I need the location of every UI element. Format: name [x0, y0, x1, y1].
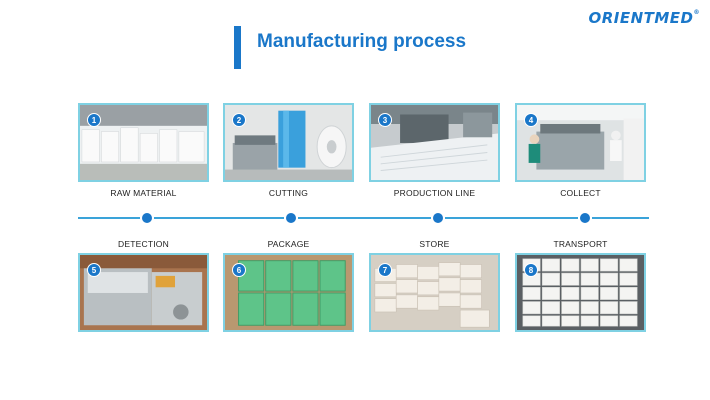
step-badge: 5	[87, 263, 101, 277]
step-label: PRODUCTION LINE	[393, 188, 476, 198]
step-photo-cutting: 2	[223, 103, 354, 182]
step-photo-transport: 8	[515, 253, 646, 332]
step-label: RAW MATERIAL	[110, 188, 177, 198]
step-label: PACKAGE	[267, 239, 310, 249]
title-accent-bar	[234, 26, 241, 69]
step-label: CUTTING	[268, 188, 309, 198]
timeline-dot	[286, 213, 296, 223]
timeline-segment	[154, 217, 284, 219]
brand-logo: ORIENTMED®	[588, 9, 700, 27]
step-label: DETECTION	[118, 239, 169, 249]
step-label: COLLECT	[560, 188, 601, 198]
timeline-segment	[298, 217, 431, 219]
logo-reg-mark: ®	[693, 9, 700, 16]
step-photo-store: 7	[369, 253, 500, 332]
logo-text: ORIENTMED	[588, 9, 694, 27]
step-badge: 1	[87, 113, 101, 127]
step-badge: 6	[232, 263, 246, 277]
step-label: TRANSPORT	[553, 239, 608, 249]
page-title: Manufacturing process	[257, 31, 467, 52]
step-badge: 8	[524, 263, 538, 277]
timeline-segment	[592, 217, 649, 219]
timeline-dot	[580, 213, 590, 223]
step-badge: 3	[378, 113, 392, 127]
timeline-segment	[445, 217, 578, 219]
step-badge: 7	[378, 263, 392, 277]
timeline-dot	[142, 213, 152, 223]
step-badge: 4	[524, 113, 538, 127]
step-photo-production-line: 3	[369, 103, 500, 182]
timeline-dot	[433, 213, 443, 223]
step-photo-package: 6	[223, 253, 354, 332]
timeline-segment	[78, 217, 140, 219]
step-label: STORE	[419, 239, 450, 249]
step-badge: 2	[232, 113, 246, 127]
step-photo-detection: 5	[78, 253, 209, 332]
step-photo-raw-material: 1	[78, 103, 209, 182]
step-photo-collect: 4	[515, 103, 646, 182]
